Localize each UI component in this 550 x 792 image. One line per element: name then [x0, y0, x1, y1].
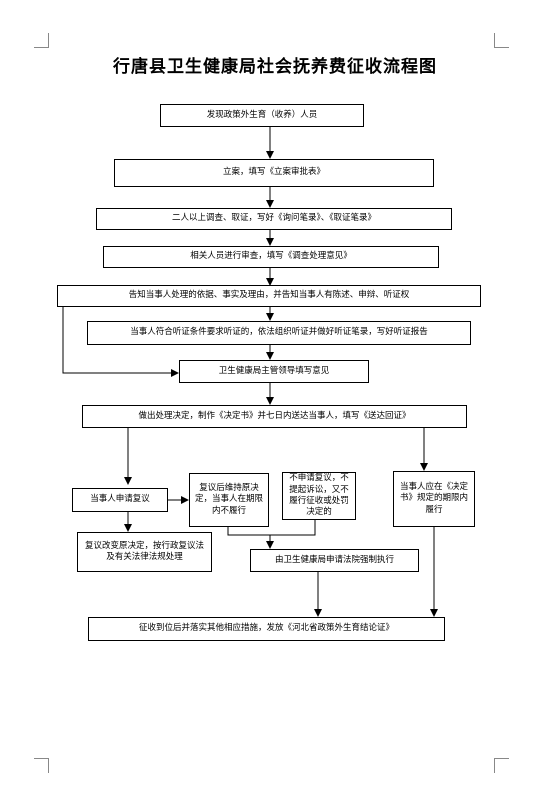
arrow-notify-bypass-leader	[62, 307, 179, 377]
step-leader: 卫生健康局主管领导填写意见	[179, 360, 369, 383]
crop-mark-top-left	[34, 33, 49, 48]
step-review-changed: 复议改变原决定，按行政复议法及有关法律法规处理	[77, 532, 212, 572]
step-decision: 做出处理决定，制作《决定书》并七日内送达当事人，填写《送达回证》	[82, 405, 467, 428]
step-apply-review: 当事人申请复议	[72, 488, 168, 512]
page-title: 行唐县卫生健康局社会抚养费征收流程图	[113, 57, 437, 77]
step-court-enforcement: 由卫生健康局申请法院强制执行	[250, 549, 419, 572]
step-no-appeal: 不申请复议，不提起诉讼，又不履行征收或处罚决定的	[282, 472, 356, 520]
crop-mark-bottom-right	[494, 758, 509, 773]
connector-upheld-no-appeal	[227, 520, 316, 536]
step-register: 立案，填写《立案审批表》	[114, 159, 434, 187]
step-discover: 发现政策外生育（收养）人员	[160, 104, 364, 127]
step-final: 征收到位后并落实其他相应措施，发放《河北省政策外生育结论证》	[88, 617, 445, 641]
crop-mark-top-right	[494, 33, 509, 48]
step-investigate: 二人以上调查、取证，写好《询问笔录》、《取证笔录》	[96, 208, 452, 230]
step-review-upheld: 复议后维持原决定，当事人在期限内不履行	[189, 473, 269, 527]
step-hearing: 当事人符合听证条件要求听证的，依法组织听证并做好听证笔录，写好听证报告	[87, 321, 471, 345]
step-review: 相关人员进行审查，填写《调查处理意见》	[103, 246, 439, 268]
crop-mark-bottom-left	[34, 758, 49, 773]
step-comply-deadline: 当事人应在《决定书》规定的期限内履行	[393, 471, 475, 527]
step-notify: 告知当事人处理的依据、事实及理由，并告知当事人有陈述、申辩、听证权	[57, 285, 481, 307]
